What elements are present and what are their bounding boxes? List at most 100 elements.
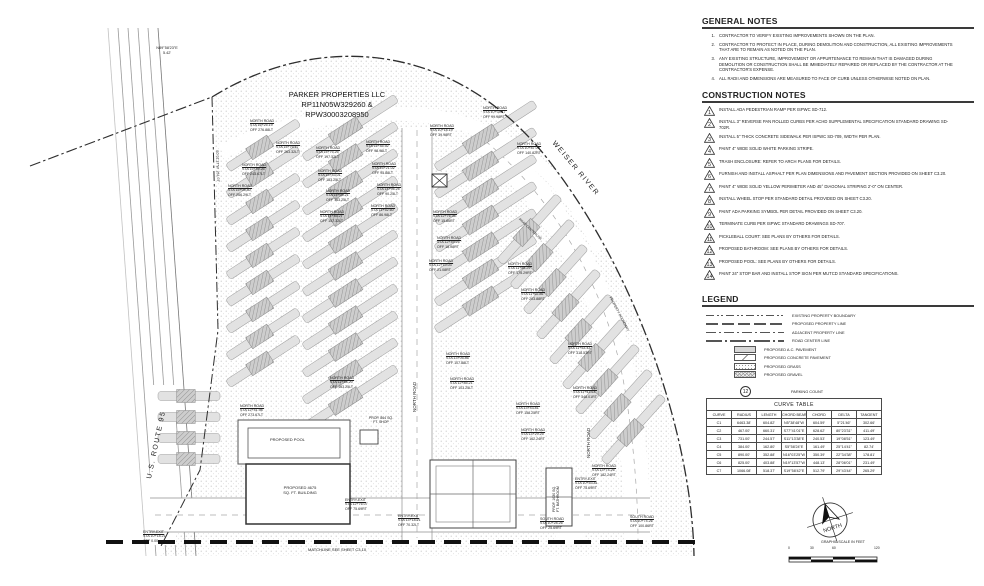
svg-text:11: 11 bbox=[707, 237, 713, 243]
svg-text:12: 12 bbox=[707, 249, 713, 255]
station-callout: NORTH ROAD STA 15+05.80 OFF 266.29LT bbox=[228, 184, 253, 197]
station-callout: NORTH ROAD STA 15+49.25 OFF 243.67LT bbox=[242, 163, 267, 176]
station-callout: NORTH ROAD STA 15+05.21 OFF 163.25LT bbox=[326, 189, 351, 202]
construction-note-item: 13 PROPOSED POOL: SEE PLANS BY OTHERS FO… bbox=[704, 257, 956, 268]
note-triangle-icon: 8 bbox=[704, 195, 715, 205]
station-callout: NORTH ROAD STA 15+21.02 OFF 95.88LT bbox=[372, 162, 397, 175]
legend-line-item: ADJACENT PROPERTY LINE bbox=[706, 328, 974, 337]
legend-fill-item: PROPOSED CONCRETE PAVEMENT bbox=[706, 354, 974, 363]
construction-note-item: 10 TERMINATE CURB PER ISPWC STANDARD DRA… bbox=[704, 220, 956, 230]
note-triangle-icon: 14 bbox=[704, 270, 715, 280]
trash-enclosure bbox=[431, 173, 448, 188]
station-callout: NORTH ROAD STA 15+43.01 OFF 183.25LT bbox=[318, 169, 343, 182]
note-triangle-icon: 6 bbox=[704, 170, 715, 180]
station-callout: NORTH ROAD STA 14+95.25 OFF 90.25LT bbox=[377, 183, 402, 196]
note-triangle-icon: 12 bbox=[704, 245, 715, 255]
general-notes-list: 1. CONTRACTOR TO VERIFY EXISTING IMPROVE… bbox=[702, 33, 974, 82]
note-triangle-icon: 5 bbox=[704, 157, 715, 168]
svg-text:5: 5 bbox=[708, 162, 711, 168]
svg-text:13: 13 bbox=[707, 262, 713, 268]
station-callout: NORTH ROAD STA 10+34.17 OFF 99.98RT bbox=[483, 106, 508, 119]
station-callout: ENTRY-EXIT STA 10+18.21 OFF 0.00 bbox=[143, 530, 166, 543]
station-callout: NORTH ROAD STA 16+25.19 OFF 276.88LT bbox=[250, 119, 275, 132]
station-callout: ENTRY-EXIT STA 12+76.07 OFF 75.69RT bbox=[345, 498, 368, 511]
graphic-scale-bar bbox=[788, 556, 878, 562]
north-arrow-label: NORTH bbox=[823, 523, 843, 535]
construction-note-item: 8 INSTALL WHEEL STOP PER STANDARD DETAIL… bbox=[704, 195, 956, 205]
structures bbox=[237, 173, 573, 529]
construction-note-item: 14 PAINT 24" STOP BAR AND INSTALL STOP S… bbox=[704, 270, 956, 280]
svg-text:14: 14 bbox=[707, 274, 713, 280]
route-95-lines bbox=[107, 27, 197, 557]
shop bbox=[359, 429, 379, 445]
note-triangle-icon: 9 bbox=[704, 207, 715, 218]
station-callout: NORTH ROAD STA 11+43.63 OFF 348.01RT bbox=[573, 386, 598, 399]
svg-text:2: 2 bbox=[708, 122, 711, 128]
construction-notes-title: CONSTRUCTION NOTES bbox=[702, 90, 974, 103]
construction-note-item: 6 FURNISH AND INSTALL ASPHALT PER PLAN D… bbox=[704, 170, 956, 180]
construction-note-item: 4 PAINT 4" WIDE SOLID WHITE PARKING STRI… bbox=[704, 145, 956, 155]
svg-text:10: 10 bbox=[707, 224, 713, 230]
construction-note-item: 7 PAINT 4" WIDE SOLID YELLOW PERIMETER A… bbox=[704, 182, 956, 193]
station-callout: NORTH ROAD STA 15+75.25 OFF 197.32LT bbox=[316, 146, 341, 159]
construction-notes-list: 1 INSTALL ADA PEDESTRIAN RAMP PER ISPWC … bbox=[702, 105, 974, 280]
construction-note-item: 2 INSTALL 3" REVERSE PAN ROLLED CURBS PE… bbox=[704, 118, 956, 130]
station-callout: NORTH ROAD STA 15+45.92 OFF 98.96LT bbox=[366, 140, 391, 153]
station-callout: NORTH ROAD STA 11+85.29 OFF 175.29RT bbox=[508, 262, 533, 275]
station-callout: NORTH ROAD STA 10+87.09 OFF 140.82RT bbox=[517, 142, 542, 155]
construction-note-item: 1 INSTALL ADA PEDESTRIAN RAMP PER ISPWC … bbox=[704, 105, 956, 116]
legend-line-item: PROPOSED PROPERTY LINE bbox=[706, 320, 974, 329]
construction-note-item: 12 PROPOSED BATHROOM: SEE PLANS BY OTHER… bbox=[704, 245, 956, 255]
note-triangle-icon: 2 bbox=[704, 118, 715, 128]
station-callout: NORTH ROAD STA 11+62.86 OFF 203.88RT bbox=[521, 288, 546, 301]
svg-text:9: 9 bbox=[708, 212, 711, 218]
legend-lines: EXISTING PROPERTY BOUNDARY PROPOSED PROP… bbox=[702, 311, 974, 345]
building bbox=[245, 463, 351, 525]
station-callout: NORTH ROAD STA 12+76.36 OFF 15.86RT bbox=[433, 210, 458, 223]
station-callout: NORTH ROAD STA 12+48.20 OFF 163.25LT bbox=[330, 376, 355, 389]
note-triangle-icon: 7 bbox=[704, 182, 715, 193]
construction-note-item: 5 TRASH ENCLOSURE: REFER TO ARCH PLANS F… bbox=[704, 157, 956, 168]
pool bbox=[247, 427, 341, 459]
legend-fill-item: PROPOSED GRASS bbox=[706, 362, 974, 371]
station-callout: NORTH ROAD STA 10+18.19 OFF 39.98RT bbox=[430, 124, 455, 137]
drawing-label: NORTH ROAD bbox=[412, 381, 417, 412]
station-callout: NORTH ROAD STA 12+85.21 OFF 103.25LT bbox=[450, 377, 475, 390]
station-callout: NORTH ROAD STA 13+74.26 OFF 182.24RT bbox=[592, 464, 617, 477]
general-notes-title: GENERAL NOTES bbox=[702, 16, 974, 29]
construction-note-item: 9 PAINT ADA PARKING SYMBOL PER DETAIL PR… bbox=[704, 207, 956, 218]
legend-line-item: EXISTING PROPERTY BOUNDARY bbox=[706, 311, 974, 320]
construction-note-item: 3 INSTALL 5" THICK CONCRETE SIDEWALK PER… bbox=[704, 132, 956, 143]
station-callout: NORTH ROAD STA 13+43.81 OFF 158.25RT bbox=[516, 402, 541, 415]
station-callout: NORTH ROAD STA 14+52.60 OFF 86.98LT bbox=[371, 204, 396, 217]
drawing-label: PROPOSED POOL bbox=[270, 437, 305, 442]
legend-fill-item: PROPOSED A.C. PAVEMENT bbox=[706, 345, 974, 354]
parking-count-symbol: 12 bbox=[740, 386, 751, 398]
station-callout: NORTH ROAD STA 15+75.17 OFF 263.32LT bbox=[276, 141, 301, 154]
note-triangle-icon: 11 bbox=[704, 232, 715, 243]
station-callout: NORTH ROAD STA 13+29.25 OFF 162.24RT bbox=[521, 428, 546, 441]
legend-line-item: ROAD CENTER LINE bbox=[706, 337, 974, 346]
parking-pads-layer bbox=[157, 95, 666, 466]
station-callout: NORTH ROAD STA 12+10.03 OFF 21.08RT bbox=[429, 259, 454, 272]
svg-text:4: 4 bbox=[708, 149, 711, 155]
svg-text:6: 6 bbox=[708, 174, 711, 180]
drawing-label: NORTH ROAD bbox=[586, 427, 591, 458]
station-callout: NORTH ROAD STA 14+85.27 OFF 157.32LT bbox=[320, 210, 345, 223]
notes-panel: GENERAL NOTES 1. CONTRACTOR TO VERIFY EX… bbox=[702, 16, 974, 398]
station-callout: NORTH ROAD STA 12+49.26 OFF 18.08RT bbox=[437, 236, 462, 249]
svg-text:3: 3 bbox=[708, 137, 711, 143]
note-triangle-icon: 1 bbox=[704, 105, 715, 116]
note-triangle-icon: 4 bbox=[704, 145, 715, 155]
svg-text:8: 8 bbox=[708, 199, 711, 205]
legend-fills: PROPOSED A.C. PAVEMENT PROPOSED CONCRETE… bbox=[702, 345, 974, 379]
